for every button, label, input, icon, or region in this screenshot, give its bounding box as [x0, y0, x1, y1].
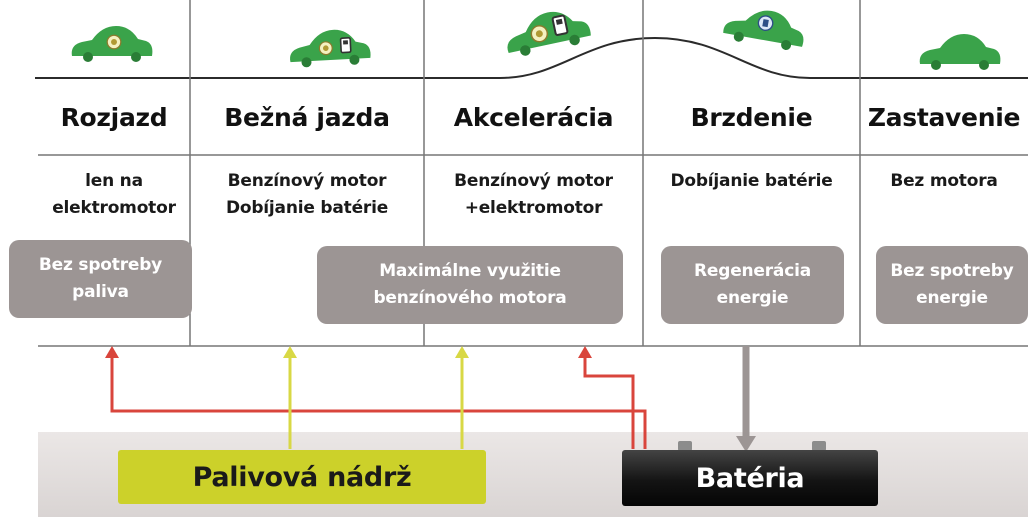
phase-desc-line: Dobíjanie batérie: [225, 198, 389, 218]
arrowhead-regen-brzdenie: [736, 436, 756, 452]
arrowhead-fuel-akceleracia: [455, 346, 469, 358]
phase-desc-line: elektromotor: [52, 198, 176, 218]
phase-title-akceleracia: Akcelerácia: [453, 102, 614, 132]
electric-flow-akceleracia: [583, 355, 635, 449]
car-icon-akceleracia: [501, 4, 593, 60]
phase-desc-line: +elektromotor: [464, 198, 603, 218]
phase-title-zastavenie: Zastavenie: [867, 102, 1021, 132]
phase-desc-line: Benzínový motor: [227, 171, 387, 191]
phase-desc-zastavenie: Bez motora: [860, 168, 1028, 195]
badge-line: paliva: [72, 282, 129, 302]
badge-line: Bez spotreby: [38, 255, 163, 275]
badge-line: Bez spotreby: [890, 261, 1014, 281]
phase-desc-akceleracia: Benzínový motor +elektromotor: [424, 168, 643, 222]
phase-desc-line: len na: [85, 171, 143, 191]
badge-zastavenie: Bez spotreby energie: [876, 246, 1028, 324]
phase-title-bezna-jazda: Bežná jazda: [224, 102, 390, 132]
arrowhead-fuel-bezna-jazda: [283, 346, 297, 358]
phase-title-rozjazd: Rozjazd: [60, 102, 168, 132]
phase-desc-line: Benzínový motor: [454, 171, 613, 191]
badge-rozjazd: Bez spotreby paliva: [9, 240, 192, 318]
car-icon-brzdenie: [721, 3, 808, 53]
phase-desc-brzdenie: Dobíjanie batérie: [643, 168, 860, 195]
badge-line: Maximálne využitie: [379, 261, 561, 281]
badge-line: benzínového motora: [373, 288, 567, 308]
badge-line: energie: [716, 288, 789, 308]
battery-box: Batéria: [622, 450, 878, 506]
badge-brzdenie: Regenerácia energie: [661, 246, 844, 324]
phase-desc-line: Dobíjanie batérie: [670, 171, 833, 191]
car-icon-zastavenie: [919, 34, 1001, 70]
electric-flow-rozjazd: [110, 355, 647, 449]
car-icon-bezna-jazda: [288, 27, 372, 69]
phase-title-brzdenie: Brzdenie: [690, 102, 813, 132]
badge-akceleracia: Maximálne využitie benzínového motora: [317, 246, 623, 324]
fuel-tank-box: Palivová nádrž: [118, 450, 486, 504]
battery-terminal-right: [812, 441, 826, 451]
arrowhead-electric-akceleracia: [578, 346, 592, 358]
badge-line: Regenerácia: [694, 261, 811, 281]
badge-line: energie: [916, 288, 988, 308]
phase-desc-rozjazd: len na elektromotor: [38, 168, 190, 222]
phase-desc-bezna-jazda: Benzínový motor Dobíjanie batérie: [190, 168, 424, 222]
battery-terminal-left: [678, 441, 692, 451]
car-icon-rozjazd: [71, 26, 153, 62]
phase-desc-line: Bez motora: [890, 171, 998, 191]
road-line: [35, 36, 1028, 79]
arrowhead-electric-rozjazd: [105, 346, 119, 358]
